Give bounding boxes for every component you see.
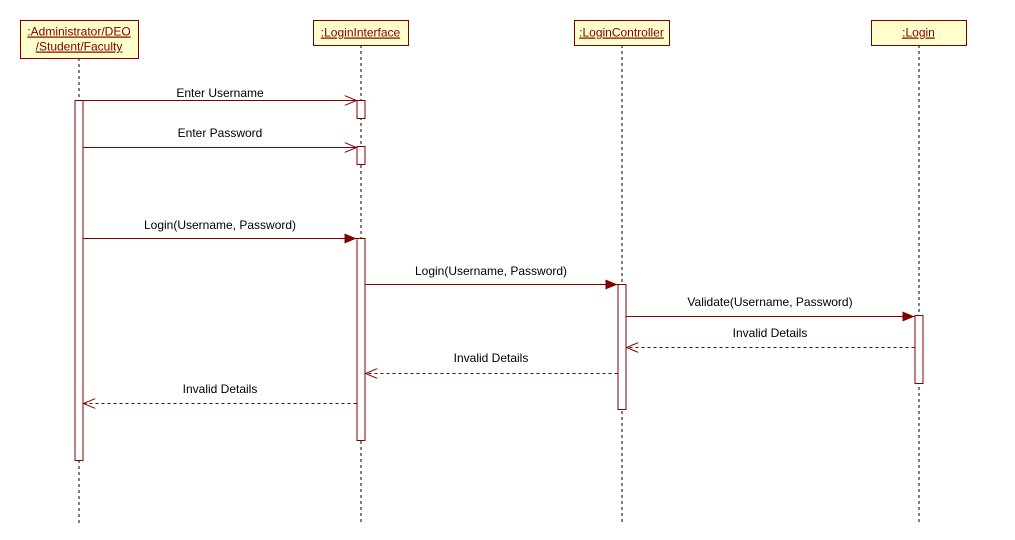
message-label-5: Validate(Username, Password) [687, 295, 852, 309]
activation-bar-ctrl [617, 284, 627, 410]
message-1: Enter Username [83, 86, 357, 101]
lifeline-box-login [871, 20, 967, 46]
message-label-3: Login(Username, Password) [144, 218, 296, 232]
message-label-2: Enter Password [178, 126, 263, 140]
lifeline-ctrl: :LoginController [574, 20, 670, 524]
lifeline-label-actor: /Student/Faculty [36, 40, 123, 54]
message-label-6: Invalid Details [733, 326, 808, 340]
lifeline-label-actor: :Administrator/DEO [27, 25, 130, 39]
activation-bar-ui [356, 100, 366, 119]
message-2: Enter Password [83, 126, 357, 148]
lifeline-label-login: :Login [902, 26, 935, 40]
message-4: Login(Username, Password) [365, 264, 618, 290]
message-6: Invalid Details [626, 326, 915, 348]
lifeline-box-ui [313, 20, 409, 46]
message-8: Invalid Details [83, 382, 357, 404]
lifeline-login: :Login [871, 20, 967, 524]
message-label-4: Login(Username, Password) [415, 264, 567, 278]
activation-bar-actor [74, 100, 84, 461]
lifeline-box-actor [20, 20, 139, 59]
message-5: Validate(Username, Password) [626, 295, 915, 322]
lifeline-label-ctrl: :LoginController [579, 26, 664, 40]
message-label-7: Invalid Details [454, 351, 529, 365]
lifeline-ui: :LoginInterface [313, 20, 409, 524]
lifelines-layer: :Administrator/DEO/Student/Faculty :Login… [20, 20, 967, 524]
message-3: Login(Username, Password) [83, 218, 357, 244]
lifeline-box-ctrl [574, 20, 670, 46]
activation-bar-login [914, 315, 924, 384]
activation-bar-ui [356, 238, 366, 441]
activations-layer [74, 100, 924, 461]
message-label-8: Invalid Details [183, 382, 258, 396]
lifeline-actor: :Administrator/DEO/Student/Faculty [20, 20, 139, 524]
message-7: Invalid Details [365, 351, 618, 374]
activation-bar-ui [356, 146, 366, 165]
message-label-1: Enter Username [176, 86, 264, 100]
lifeline-label-ui: :LoginInterface [321, 26, 401, 40]
